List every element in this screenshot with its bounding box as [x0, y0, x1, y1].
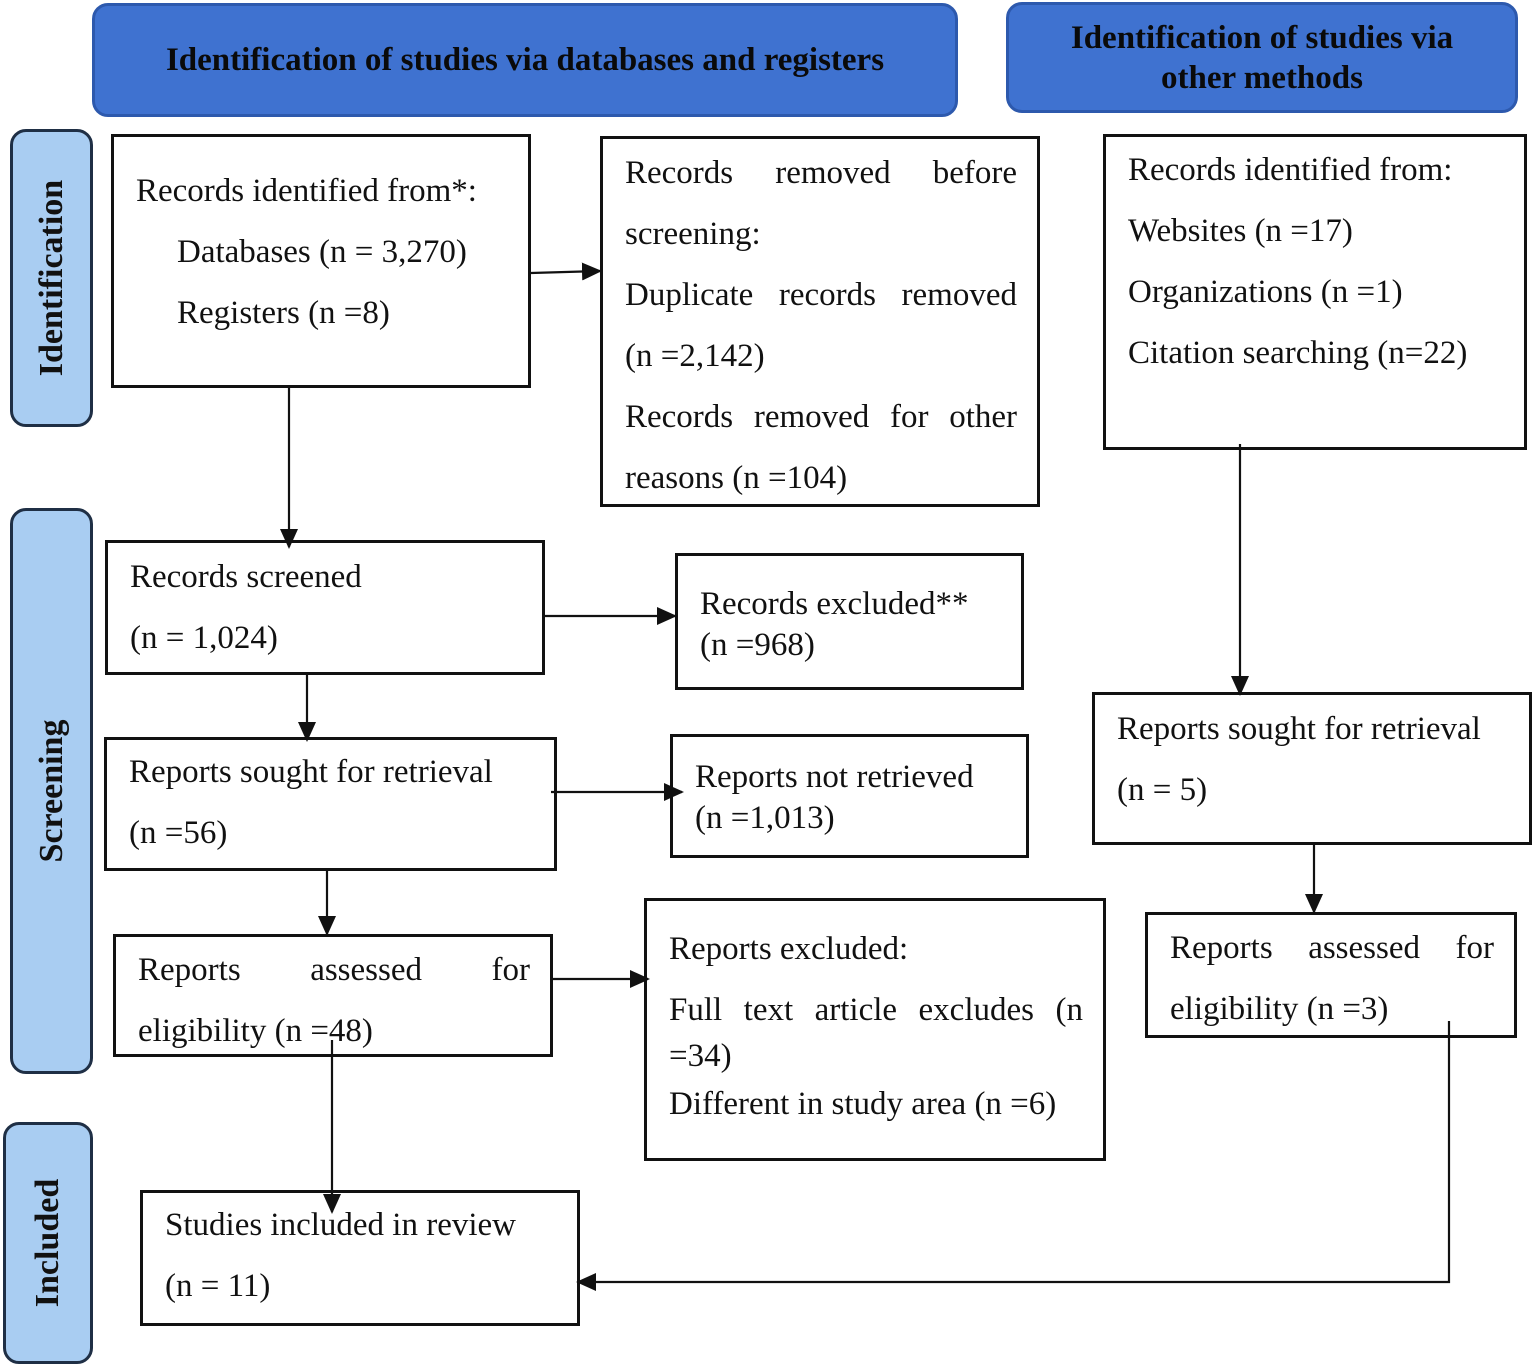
word: Full: [669, 992, 723, 1028]
records-screened-count: (n = 1,024): [130, 620, 278, 656]
records-removed-line2: screening:: [625, 216, 761, 252]
reports-excluded-title: Reports excluded:: [669, 931, 909, 967]
word: assessed: [310, 952, 422, 988]
records-removed-line4: (n =2,142): [625, 338, 765, 374]
box-records-removed: Records removed before screening: Duplic…: [600, 136, 1040, 507]
other-identified-citation: Citation searching (n=22): [1128, 335, 1468, 371]
records-identified-title: Records identified from*:: [136, 173, 477, 209]
header-other-line1: Identification of studies via: [1070, 19, 1454, 56]
studies-included-count: (n = 11): [165, 1268, 271, 1304]
other-identified-websites: Websites (n =17): [1128, 213, 1353, 249]
other-sought-count: (n = 5): [1117, 772, 1208, 808]
other-identified-organizations: Organizations (n =1): [1128, 274, 1403, 310]
reports-sought-count: (n =56): [129, 815, 228, 851]
word: Records: [625, 399, 734, 435]
word: other: [949, 399, 1017, 435]
box-records-identified: Records identified from*: Databases (n =…: [111, 134, 531, 388]
box-reports-not-retrieved: Reports not retrieved (n =1,013): [670, 734, 1029, 858]
reports-not-retrieved-count: (n =1,013): [695, 800, 835, 836]
word: Reports: [138, 952, 241, 988]
word: excludes: [918, 992, 1034, 1028]
box-records-excluded: Records excluded** (n =968): [675, 553, 1024, 690]
box-records-screened: Records screened (n = 1,024): [105, 540, 545, 675]
word: removed: [775, 155, 891, 191]
reports-excluded-line2: Full text article excludes (n: [669, 992, 1083, 1029]
word: for: [1455, 930, 1494, 966]
word: article: [814, 992, 898, 1028]
header-databases-text: Identification of studies via databases …: [165, 42, 885, 78]
word: text: [743, 992, 794, 1028]
records-removed-line1: Records removed before: [625, 155, 1017, 192]
records-removed-line6: reasons (n =104): [625, 460, 848, 496]
arrow-identified-to-removed: [530, 262, 602, 281]
box-studies-included: Studies included in review (n = 11): [140, 1190, 580, 1326]
word: records: [778, 277, 876, 313]
box-other-sought: Reports sought for retrieval (n = 5): [1092, 692, 1532, 845]
records-excluded-label: Records excluded**: [700, 586, 969, 622]
word: (n: [1055, 992, 1083, 1028]
stage-identification: Identification: [10, 129, 93, 427]
records-removed-line5: Records removed for other: [625, 399, 1017, 436]
word: Duplicate: [625, 277, 754, 313]
reports-sought-label: Reports sought for retrieval: [129, 754, 493, 790]
word: for: [491, 952, 530, 988]
records-identified-registers: Registers (n =8): [177, 295, 390, 331]
other-assessed-line2: eligibility (n =3): [1170, 991, 1389, 1027]
box-other-assessed: Reports assessed for eligibility (n =3): [1145, 912, 1517, 1038]
box-reports-sought: Reports sought for retrieval (n =56): [104, 737, 557, 871]
word: removed: [753, 399, 870, 435]
stage-included: Included: [3, 1122, 93, 1364]
other-assessed-line1: Reports assessed for: [1170, 930, 1494, 967]
other-sought-label: Reports sought for retrieval: [1117, 711, 1481, 747]
header-databases-registers: Identification of studies via databases …: [92, 3, 958, 117]
records-excluded-count: (n =968): [700, 627, 815, 663]
stage-screening: Screening: [10, 508, 93, 1074]
reports-assessed-line2: eligibility (n =48): [138, 1013, 373, 1049]
arrow-other-assessed-to-included: [576, 1021, 1451, 1291]
word: Reports: [1170, 930, 1273, 966]
records-identified-databases: Databases (n = 3,270): [177, 234, 467, 270]
box-other-identified: Records identified from: Websites (n =17…: [1103, 134, 1527, 450]
reports-excluded-line3: =34): [669, 1038, 732, 1074]
other-identified-title: Records identified from:: [1128, 152, 1453, 188]
reports-excluded-line4: Different in study area (n =6): [669, 1086, 1057, 1122]
header-other-line2: other methods: [1161, 59, 1363, 96]
word: removed: [901, 277, 1017, 313]
reports-assessed-line1: Reports assessed for: [138, 952, 530, 989]
header-other-methods: Identification of studies via other meth…: [1006, 2, 1518, 113]
records-removed-line3: Duplicate records removed: [625, 277, 1017, 314]
word: for: [890, 399, 929, 435]
box-reports-excluded: Reports excluded: Full text article excl…: [644, 898, 1106, 1161]
word: assessed: [1308, 930, 1420, 966]
records-screened-label: Records screened: [130, 559, 362, 595]
reports-not-retrieved-label: Reports not retrieved: [695, 759, 974, 795]
word: Records: [625, 155, 734, 191]
box-reports-assessed: Reports assessed for eligibility (n =48): [113, 934, 553, 1057]
word: before: [932, 155, 1017, 191]
